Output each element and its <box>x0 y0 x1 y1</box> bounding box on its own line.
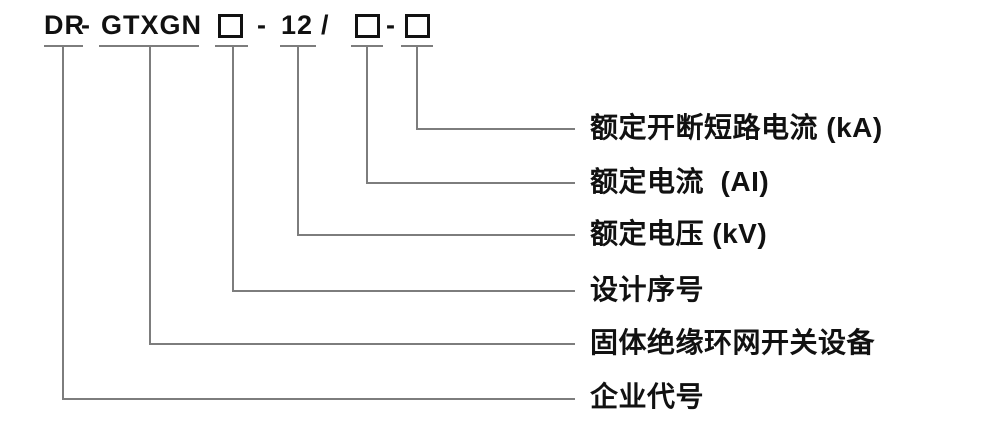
underline-design-serial <box>215 45 248 47</box>
connector-design-serial <box>232 46 575 292</box>
rated-current-placeholder-box <box>355 14 380 38</box>
code-separator-dash: - <box>386 10 396 40</box>
code-separator-dash: - <box>81 10 91 40</box>
label-design-serial: 设计序号 <box>590 274 705 305</box>
connector-breaking-current <box>416 46 575 130</box>
breaking-current-placeholder-box <box>405 14 430 38</box>
label-breaking-current: 额定开断短路电流 (kA) <box>590 112 883 143</box>
connector-company-code <box>62 46 575 400</box>
code-prefix: DR <box>44 10 85 40</box>
label-rated-voltage: 额定电压 (kV) <box>590 218 768 249</box>
connector-rated-current <box>366 46 575 184</box>
code-series: GTXGN <box>101 10 203 40</box>
code-separator-slash: / <box>321 10 330 40</box>
design-serial-placeholder-box <box>218 14 243 38</box>
code-rated-voltage: 12 <box>281 10 314 40</box>
label-switchgear-type: 固体绝缘环网开关设备 <box>590 327 876 358</box>
label-company-code: 企业代号 <box>590 381 705 412</box>
connector-rated-voltage <box>297 46 575 236</box>
label-rated-current: 额定电流 (AI) <box>590 166 770 197</box>
connector-switchgear-type <box>149 46 575 345</box>
code-separator-dash: - <box>257 10 267 40</box>
